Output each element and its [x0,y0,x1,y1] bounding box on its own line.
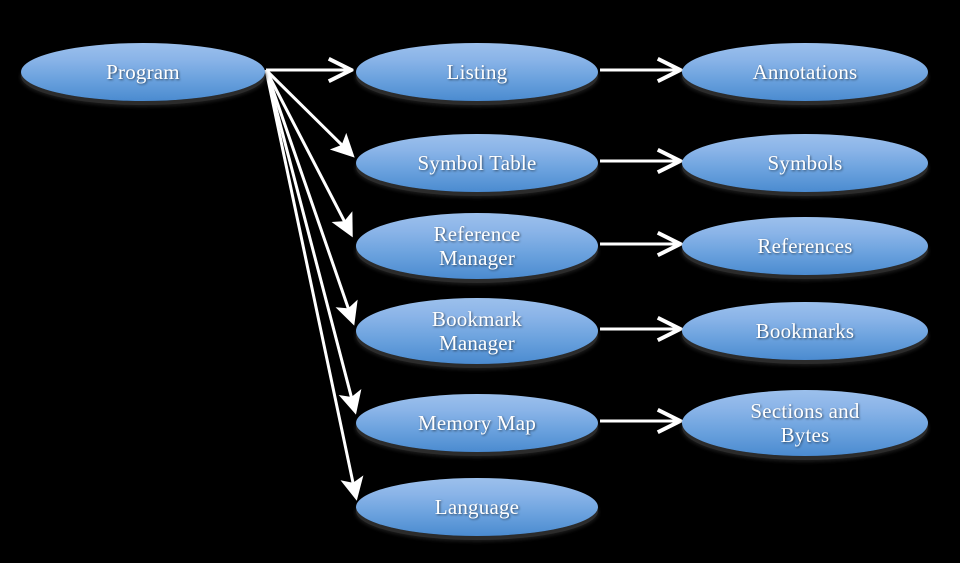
node-label-sections_and_bytes: Sections and Bytes [750,398,860,447]
node-language[interactable]: Language [356,478,598,536]
node-label-listing: Listing [446,59,508,84]
edge-program-to-memory_map [264,69,362,415]
edge-program-to-reference_manager [264,69,353,238]
node-sections_and_bytes[interactable]: Sections and Bytes [682,390,928,456]
node-label-symbols: Symbols [767,150,843,175]
node-label-annotations: Annotations [752,59,858,84]
edge-program-to-language [264,69,364,501]
node-bookmark_manager[interactable]: Bookmark Manager [356,298,598,364]
node-label-language: Language [434,494,520,519]
edge-program-to-symbol_table [264,68,355,158]
node-program[interactable]: Program [21,43,265,101]
node-label-bookmark_manager: Bookmark Manager [431,306,523,355]
edge-program-to-bookmark_manager [264,69,358,326]
node-symbols[interactable]: Symbols [682,134,928,192]
node-listing[interactable]: Listing [356,43,598,101]
node-label-program: Program [106,59,180,84]
node-symbol_table[interactable]: Symbol Table [356,134,598,192]
node-reference_manager[interactable]: Reference Manager [356,213,598,279]
node-bookmarks[interactable]: Bookmarks [682,302,928,360]
node-label-bookmarks: Bookmarks [755,318,855,343]
node-label-memory_map: Memory Map [417,410,537,435]
node-memory_map[interactable]: Memory Map [356,394,598,452]
node-label-reference_manager: Reference Manager [433,221,521,270]
node-references[interactable]: References [682,217,928,275]
node-annotations[interactable]: Annotations [682,43,928,101]
node-label-symbol_table: Symbol Table [417,150,537,175]
node-label-references: References [757,233,853,258]
